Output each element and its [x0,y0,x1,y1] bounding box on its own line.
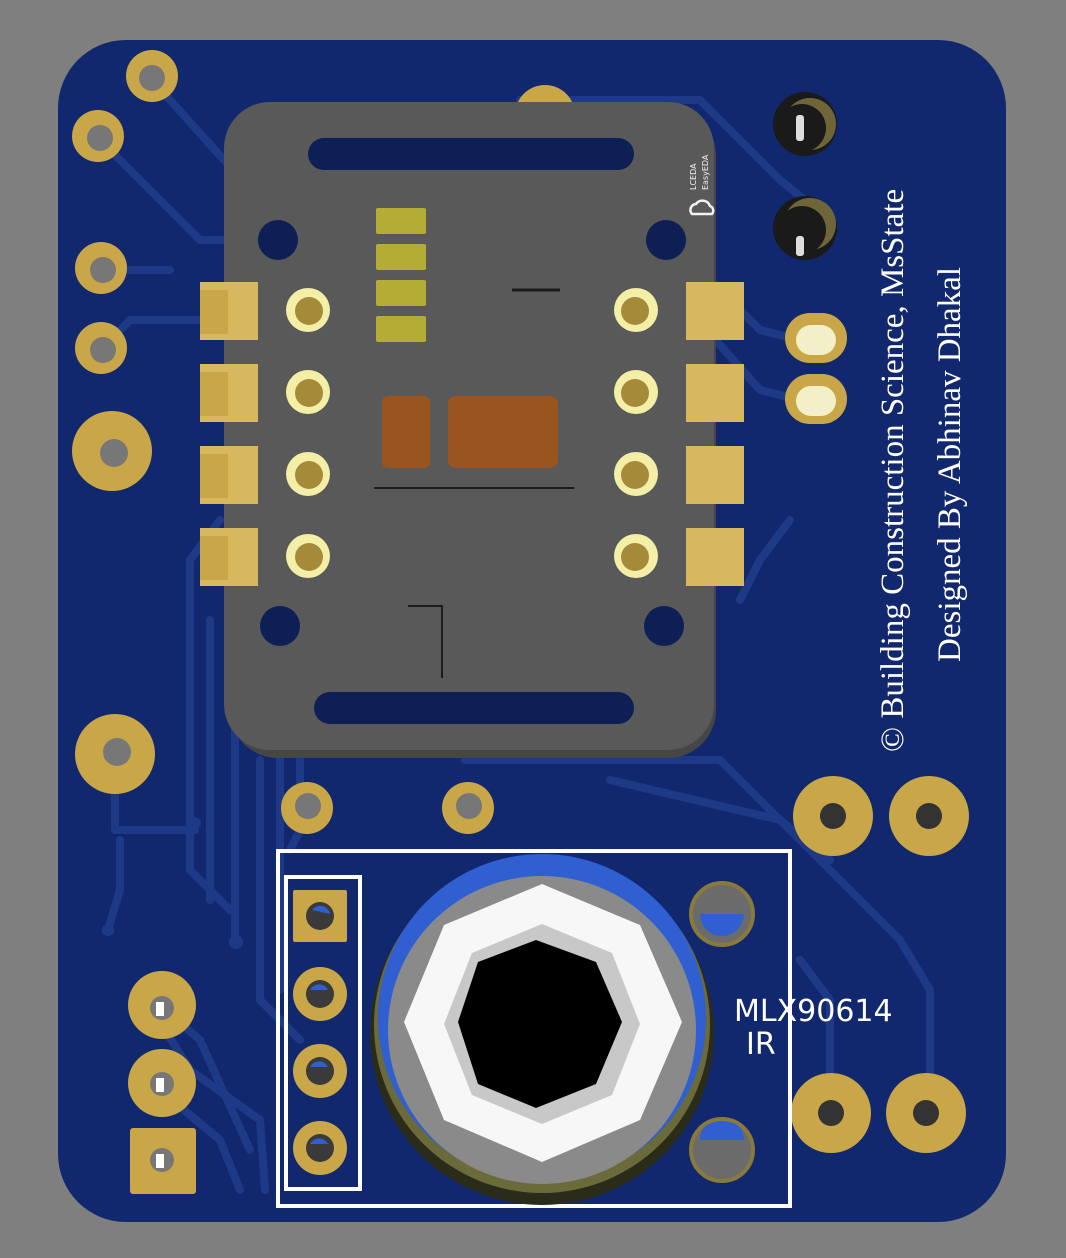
module-board: LCEDA EasyEDA [200,102,744,758]
left-pads [72,50,494,1194]
via [189,817,201,829]
copyright-text: © Building Construction Science, MsState [875,189,911,752]
cloud-icon [689,199,715,216]
ir-sensor [370,854,714,1205]
sensor-label-line2: IR [746,1027,776,1062]
module-logo-line2: EasyEDA [701,154,710,190]
sensor-label-line1: MLX90614 [734,994,893,1029]
via [102,924,114,936]
right-top-connector [773,92,847,424]
header-silkscreen-outline [284,875,362,1191]
right-pads [791,776,969,1153]
module-logo-line1: LCEDA [689,163,698,190]
header-pins [293,890,347,1175]
designer-text: Designed By Abhinav Dhakal [932,267,968,662]
via [229,935,243,949]
sensor-mount-holes [689,881,755,1183]
sensor-silkscreen-outline [276,849,792,1208]
